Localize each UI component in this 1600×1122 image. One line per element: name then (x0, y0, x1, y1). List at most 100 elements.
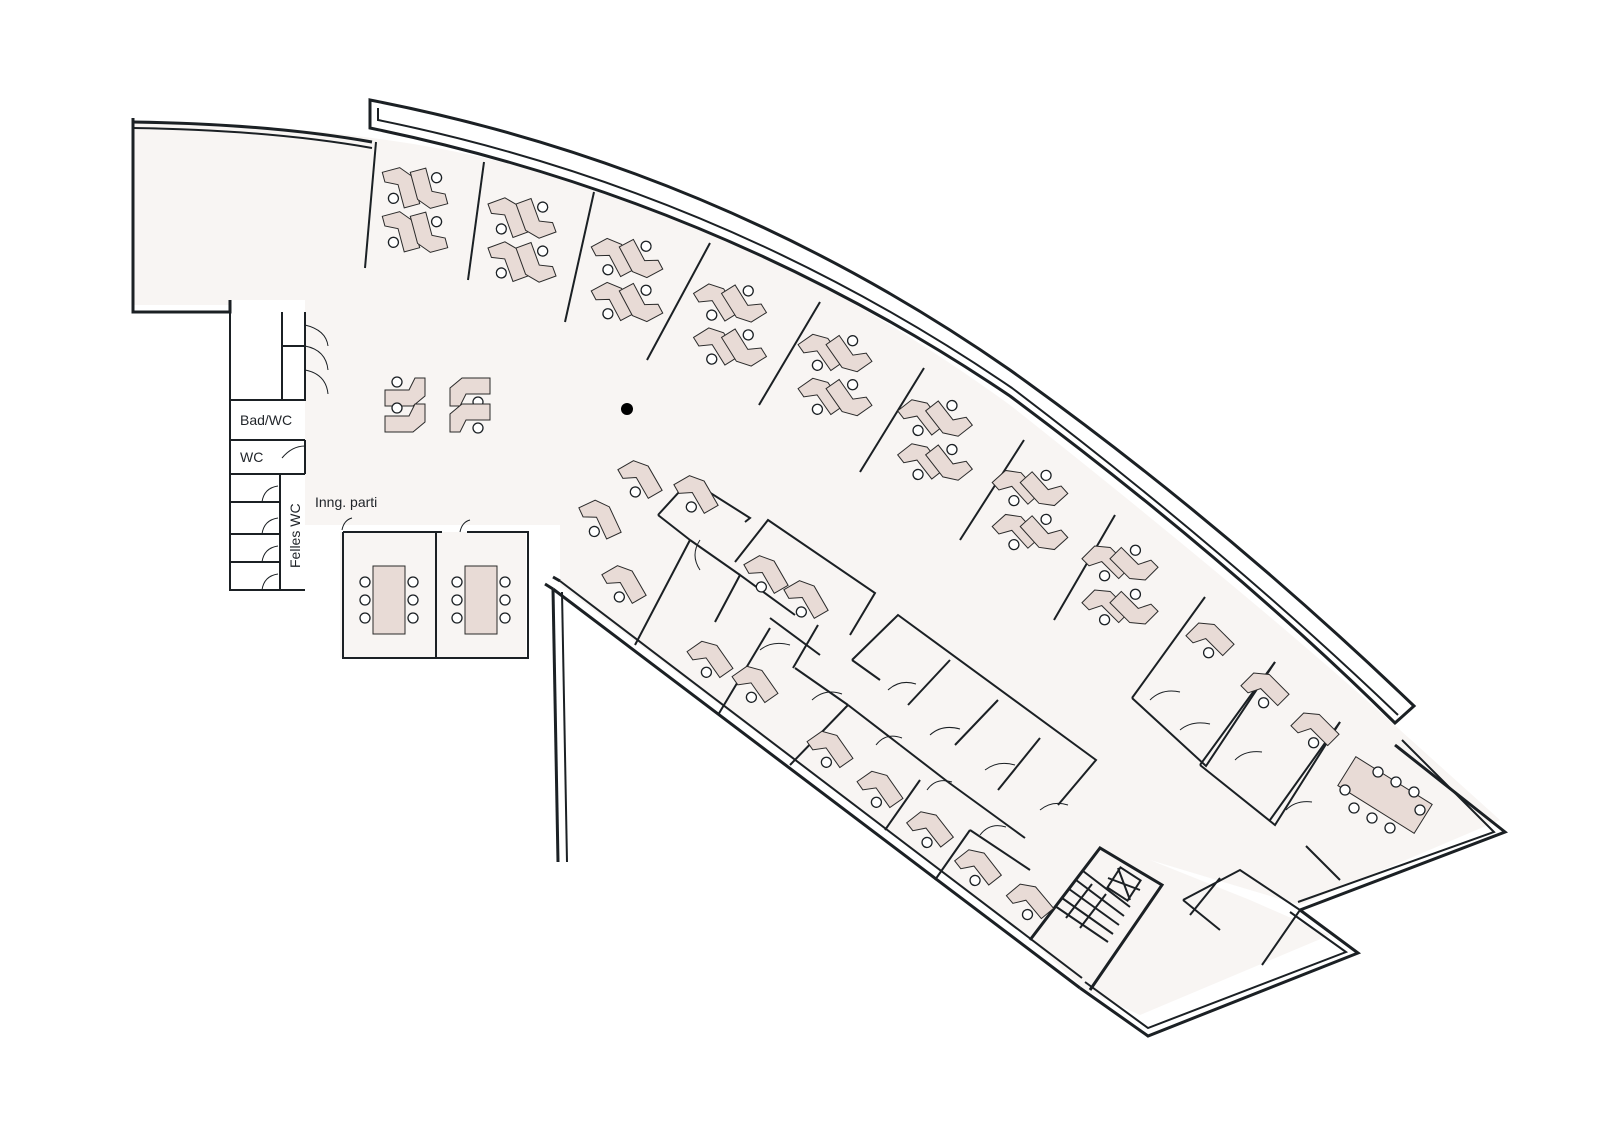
chair (1202, 647, 1215, 659)
chair (706, 309, 718, 321)
wc-core (229, 312, 471, 591)
chair (912, 424, 924, 437)
chair (430, 216, 443, 228)
chair (1021, 908, 1034, 921)
chair (912, 468, 924, 481)
chair (820, 756, 833, 768)
workstation (449, 403, 491, 434)
chair (430, 172, 443, 184)
workstation (578, 499, 622, 540)
workstation (1019, 469, 1069, 507)
workstation (1109, 588, 1159, 625)
workstation (692, 327, 740, 366)
workstation (618, 282, 664, 323)
workstation (409, 167, 449, 209)
chair (1129, 588, 1142, 600)
workstation (924, 399, 974, 437)
chair (537, 201, 549, 213)
chair (588, 525, 600, 538)
interior-walls (364, 141, 1341, 881)
exterior-walls (131, 98, 1509, 1038)
chair (1384, 822, 1396, 834)
label-entrance: Inng. parti (315, 494, 377, 510)
chair (495, 223, 507, 235)
workstation (797, 377, 845, 416)
chair (846, 379, 859, 391)
chair (640, 240, 652, 252)
chair (1129, 544, 1142, 556)
chair (685, 501, 697, 513)
chair (1040, 469, 1052, 482)
office-cluster (634, 478, 1313, 881)
workstation (1081, 589, 1131, 626)
chair (969, 874, 981, 887)
workstation (720, 328, 768, 367)
workstation (905, 811, 955, 849)
workstation (381, 167, 421, 209)
workstation (991, 513, 1041, 551)
chair (1390, 776, 1402, 788)
workstation (1019, 513, 1069, 551)
chair (495, 267, 507, 279)
chair (613, 591, 625, 603)
workstation (515, 197, 557, 239)
label-bath-wc: Bad/WC (240, 412, 292, 428)
chair (745, 691, 758, 703)
workstation (731, 665, 779, 704)
workstation (590, 281, 636, 322)
workstation (797, 333, 845, 372)
workstation (991, 469, 1041, 507)
workstation (618, 238, 664, 279)
chair (629, 486, 641, 498)
workstation (409, 211, 449, 253)
chair (537, 245, 549, 257)
workstation (384, 376, 426, 407)
chair (946, 443, 958, 456)
chair (391, 376, 403, 388)
workstation (825, 378, 873, 417)
workstation (1290, 712, 1340, 749)
workstation (515, 241, 557, 283)
elevator-cross-icon (1106, 866, 1142, 902)
meeting-rooms (342, 531, 529, 659)
chair (640, 284, 652, 296)
workstation (673, 475, 719, 515)
workstation (806, 730, 854, 769)
chair (1372, 766, 1384, 778)
workstation (590, 237, 636, 278)
chair (1408, 786, 1420, 798)
chair (706, 353, 718, 365)
column-dot-icon (621, 403, 633, 415)
chair (1307, 737, 1320, 749)
chair (811, 359, 824, 371)
chair (1339, 784, 1351, 796)
chair (1040, 513, 1052, 526)
workstation (1240, 672, 1290, 709)
workstation (720, 284, 768, 323)
chair (391, 402, 403, 414)
workstation (449, 377, 491, 408)
workstation (384, 402, 426, 433)
chair (1008, 494, 1020, 507)
chair (1257, 697, 1270, 709)
workstation (1109, 544, 1159, 581)
chair (1414, 804, 1426, 816)
chair (700, 666, 713, 678)
workstation (1185, 622, 1235, 659)
workstation (617, 460, 663, 500)
chair (846, 335, 859, 347)
desk-clusters (381, 167, 1433, 921)
chair (1348, 802, 1360, 814)
chair (811, 403, 824, 415)
workstation (686, 640, 734, 679)
label-shared-wc: Felles WC (287, 503, 303, 568)
workstation (896, 443, 946, 481)
workstation (783, 580, 829, 620)
workstation (924, 443, 974, 481)
chair (602, 308, 614, 320)
workstation (381, 211, 421, 253)
chair (755, 581, 767, 593)
chair (742, 329, 754, 341)
workstation (856, 770, 904, 809)
